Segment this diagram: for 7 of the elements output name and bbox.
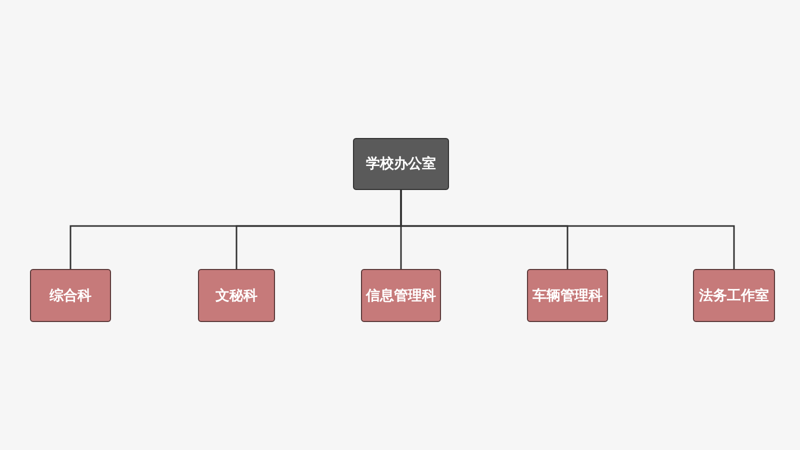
department-box: 车辆管理科	[527, 269, 608, 322]
department-box: 综合科	[30, 269, 111, 322]
department-box: 信息管理科	[361, 269, 441, 322]
office-box: 学校办公室	[353, 138, 449, 190]
connector-line	[400, 190, 735, 269]
department-box: 文秘科	[198, 269, 275, 322]
department-box: 法务工作室	[693, 269, 775, 322]
